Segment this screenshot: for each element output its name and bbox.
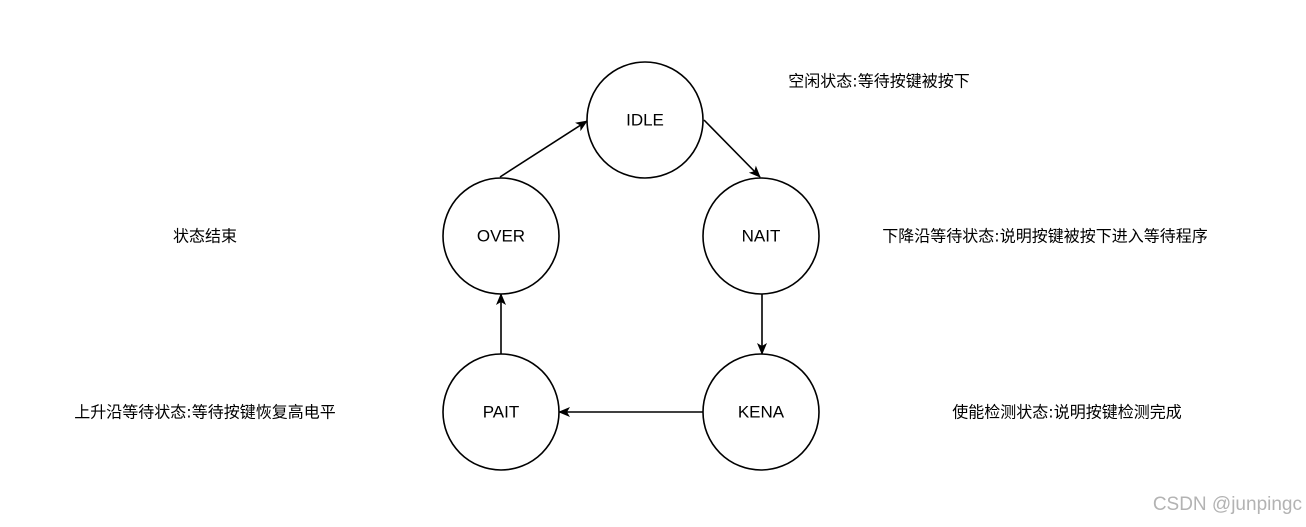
state-circle [442, 177, 560, 295]
edge-idle-to-nait [703, 119, 761, 178]
annotation-kena: 使能检测状态:说明按键检测完成 [952, 403, 1181, 422]
state-node-nait: NAIT [702, 177, 820, 295]
state-node-over: OVER [442, 177, 560, 295]
annotation-idle: 空闲状态:等待按键被按下 [788, 72, 969, 91]
watermark: CSDN @junpingc [1153, 494, 1302, 515]
state-label: NAIT [742, 226, 781, 245]
state-node-kena: KENA [702, 353, 820, 471]
state-circle [702, 353, 820, 471]
state-label: OVER [477, 226, 525, 245]
state-node-pait: PAIT [442, 353, 560, 471]
state-label: PAIT [483, 402, 520, 421]
state-circle [586, 61, 704, 179]
annotation-nait: 下降沿等待状态:说明按键被按下进入等待程序 [882, 227, 1207, 246]
state-label: KENA [738, 402, 785, 421]
state-circle [442, 353, 560, 471]
annotation-over: 状态结束 [173, 227, 237, 246]
annotation-pait: 上升沿等待状态:等待按键恢复高电平 [74, 403, 335, 422]
edge-over-to-idle [499, 120, 588, 178]
state-node-idle: IDLE [586, 61, 704, 179]
state-circle [702, 177, 820, 295]
state-label: IDLE [626, 110, 664, 129]
